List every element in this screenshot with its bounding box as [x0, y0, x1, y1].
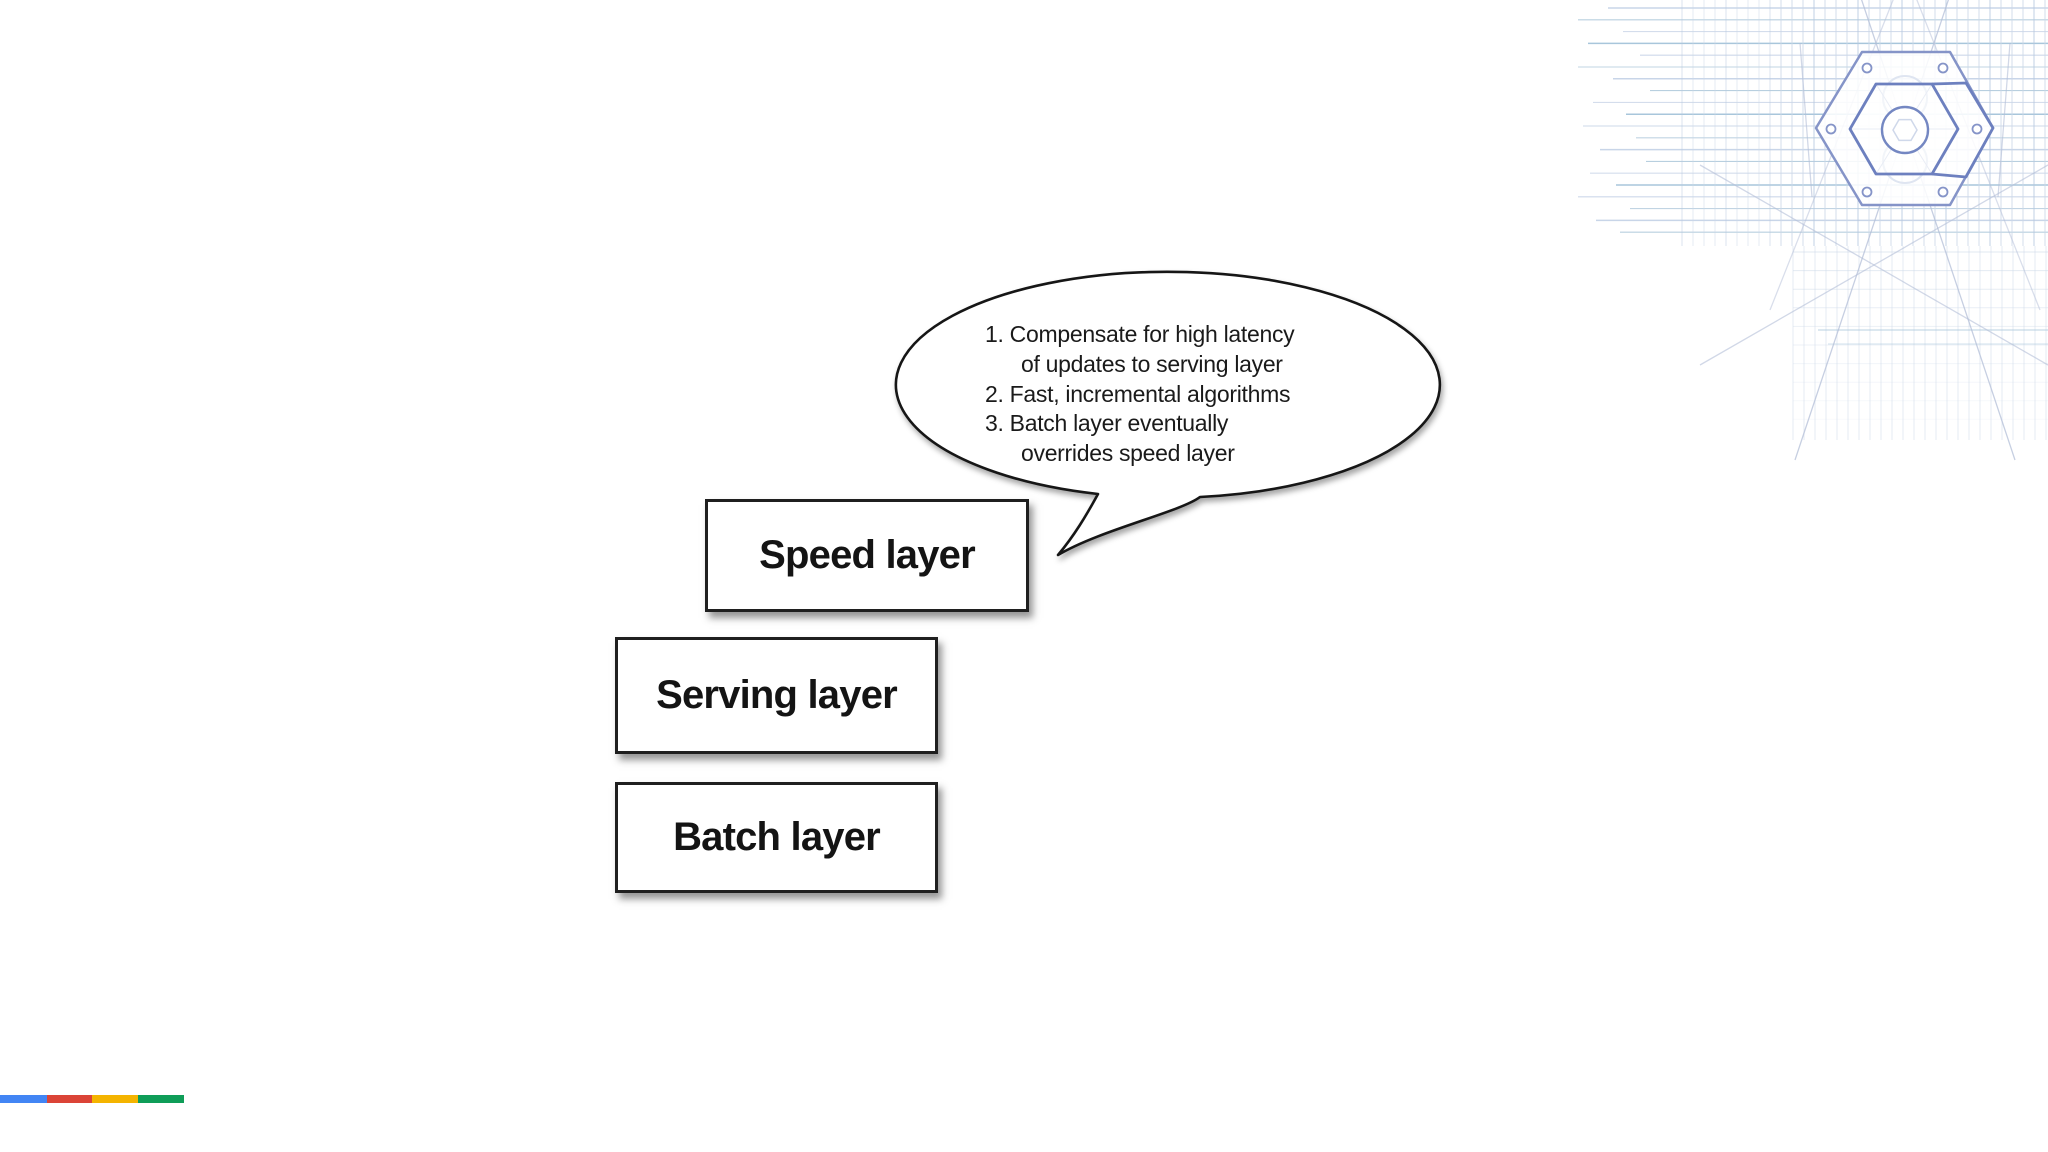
bubble-line: 1. Compensate for high latency [985, 321, 1295, 347]
bubble-line: 2. Fast, incremental algorithms [985, 380, 1291, 407]
blueprint-decoration [1578, 0, 2048, 470]
blueprint-grid-lines [1578, 0, 2048, 461]
brand-bar-segment-green [138, 1095, 184, 1103]
speech-bubble-text: 1. Compensate for high latency of updates… [985, 320, 1295, 469]
bubble-line: of updates to serving layer [1021, 350, 1283, 377]
brand-bar-segment-yellow [92, 1095, 138, 1103]
speech-bubble-shape [894, 270, 1442, 557]
bubble-line: 3. Batch layer eventually [985, 410, 1229, 437]
layer-box-batch: Batch layer [615, 782, 938, 893]
layer-box-serving: Serving layer [615, 637, 938, 754]
bubble-line: overrides speed layer [1021, 440, 1235, 467]
blueprint-svg [1578, 0, 2048, 461]
layer-box-batch-label: Batch layer [673, 815, 881, 859]
google-brand-bar [0, 1095, 184, 1103]
hexagon-nut-icon [1814, 50, 1995, 207]
layer-box-speed-label: Speed layer [759, 533, 976, 577]
layer-box-speed: Speed layer [705, 499, 1029, 612]
brand-bar-segment-blue [0, 1095, 47, 1103]
speech-bubble [894, 270, 1442, 557]
brand-bar-segment-red [47, 1095, 92, 1103]
layer-box-serving-label: Serving layer [656, 673, 898, 717]
